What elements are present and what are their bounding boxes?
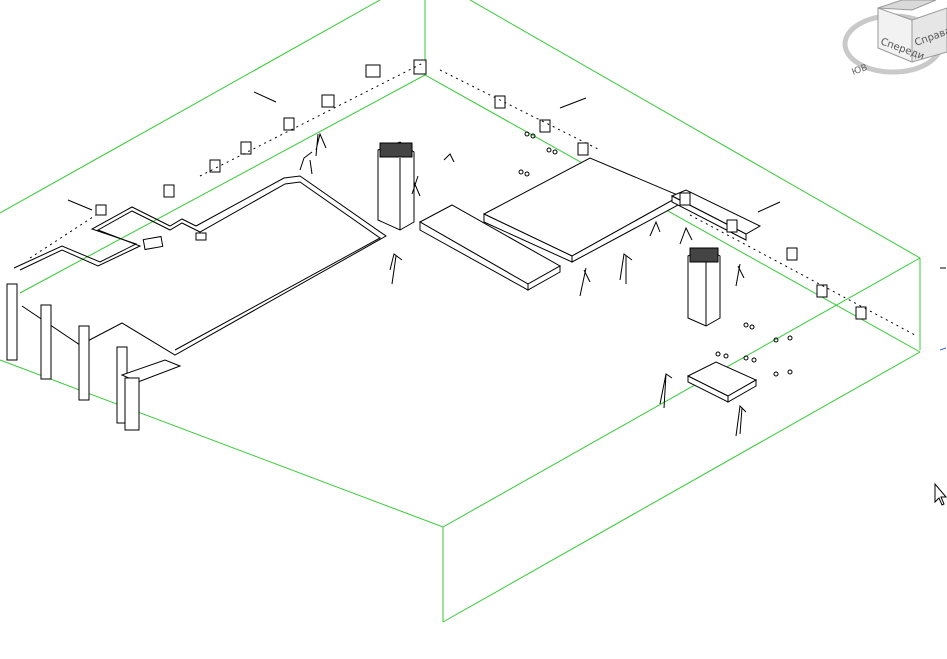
section-box-bottom-edge <box>442 351 921 623</box>
floor-opening <box>195 232 207 241</box>
compass-label-se[interactable]: ЮВ <box>851 63 869 78</box>
viewcube[interactable]: ЮВ Спереди Справа <box>842 0 947 78</box>
column <box>6 283 18 361</box>
fixture-box <box>726 219 738 233</box>
core-block-right[interactable] <box>687 247 721 327</box>
bolt-clusters <box>518 131 793 377</box>
section-box[interactable] <box>0 0 921 623</box>
floor-slab-small[interactable] <box>686 361 758 403</box>
model-details <box>67 91 781 437</box>
fixture-box <box>95 204 107 216</box>
fixture-box <box>413 59 427 75</box>
arrow-cursor-icon <box>934 482 947 506</box>
hidden-lines <box>29 61 916 336</box>
floor-opening <box>142 235 164 251</box>
fixture-box <box>240 141 252 155</box>
column <box>78 325 90 401</box>
fixture-box <box>786 247 798 261</box>
fixture-box <box>494 95 506 109</box>
column <box>40 304 52 380</box>
fixture-box <box>365 64 381 78</box>
fixture-box <box>577 142 589 156</box>
core-block-center[interactable] <box>377 141 415 231</box>
fixture-box <box>209 159 221 173</box>
floor-slab-middle[interactable] <box>418 204 562 291</box>
section-box-top-edge <box>469 0 921 259</box>
fixture-box <box>855 306 867 320</box>
fixture-box <box>679 192 691 206</box>
floor-slab-left[interactable] <box>13 175 387 356</box>
viewcube-top-face[interactable] <box>877 0 937 11</box>
fixtures[interactable] <box>95 59 867 320</box>
fixture-box <box>283 117 295 131</box>
fixture-box <box>539 119 551 133</box>
columns-left[interactable] <box>6 283 182 431</box>
column <box>124 377 140 431</box>
fixture-box <box>321 94 335 108</box>
viewcube-right-face[interactable] <box>911 7 947 63</box>
fixture-box <box>163 184 175 198</box>
section-box-inner-edge <box>19 74 921 353</box>
fixture-box <box>816 284 828 298</box>
section-box-top-edge <box>0 0 381 214</box>
edge-markers <box>939 267 947 351</box>
floor-slab-right[interactable] <box>482 157 762 263</box>
